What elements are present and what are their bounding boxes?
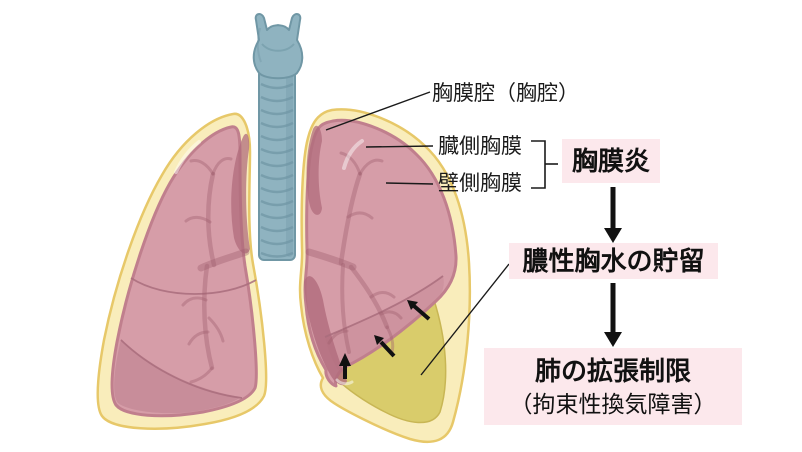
label-pleural-cavity: 胸膜腔（胸腔） — [432, 82, 579, 105]
pleura-bracket — [531, 140, 558, 189]
purulent-effusion-box: 膿性胸水の貯留 — [509, 243, 718, 279]
leader-pleural-cavity — [325, 91, 431, 131]
right-lung-bronchi — [181, 157, 250, 384]
right-lung-medial-shadow — [231, 133, 250, 254]
compression-arrow-middle — [374, 335, 396, 358]
label-parietal-pleura: 壁側胸膜 — [438, 172, 522, 195]
left-lung-lower-lobe-shade — [325, 276, 444, 370]
left-lung-medial-shadow — [306, 125, 322, 215]
flow-arrow-2 — [604, 283, 622, 347]
right-lung-oblique-fissure — [120, 339, 243, 399]
left-lung-tip-highlight — [335, 378, 354, 386]
label-visceral-pleura: 臓側胸膜 — [438, 135, 522, 158]
compression-arrow-upper — [407, 300, 431, 321]
left-lung-body — [303, 118, 458, 388]
right-lung-highlight — [174, 140, 201, 174]
compression-arrow-lower — [339, 353, 351, 379]
trachea — [252, 13, 304, 261]
trachea-side-shade — [286, 73, 293, 257]
flow-arrow-1 — [604, 187, 622, 243]
larynx-shade-1 — [261, 43, 295, 52]
flow-arrows — [604, 187, 622, 347]
leader-lines — [325, 91, 510, 376]
pleurisy-box: 胸膜炎 — [562, 139, 660, 183]
left-lung-oblique-fissure — [324, 275, 444, 338]
lung-expansion-restriction-box: 肺の拡張制限 （拘束性換気障害） — [484, 348, 742, 425]
trachea-rings — [260, 82, 294, 258]
left-lung-highlight — [342, 139, 364, 170]
right-lung — [96, 112, 268, 430]
left-lung — [298, 108, 472, 444]
left-lung-bronchi — [305, 151, 403, 354]
restriction-subtitle: （拘束性換気障害） — [509, 391, 717, 417]
leader-visceral-pleura — [365, 145, 434, 148]
compression-arrows — [339, 300, 431, 379]
larynx — [252, 13, 304, 80]
leader-parietal-pleura — [385, 182, 434, 185]
restriction-title: 肺の拡張制限 — [534, 356, 691, 386]
right-lung-lower-lobe-shade — [114, 339, 241, 414]
left-lung-cardiac-notch-shadow — [304, 276, 347, 386]
larynx-shade-2 — [256, 27, 262, 63]
leader-effusion — [420, 263, 510, 376]
right-lung-horizontal-fissure — [130, 277, 257, 295]
